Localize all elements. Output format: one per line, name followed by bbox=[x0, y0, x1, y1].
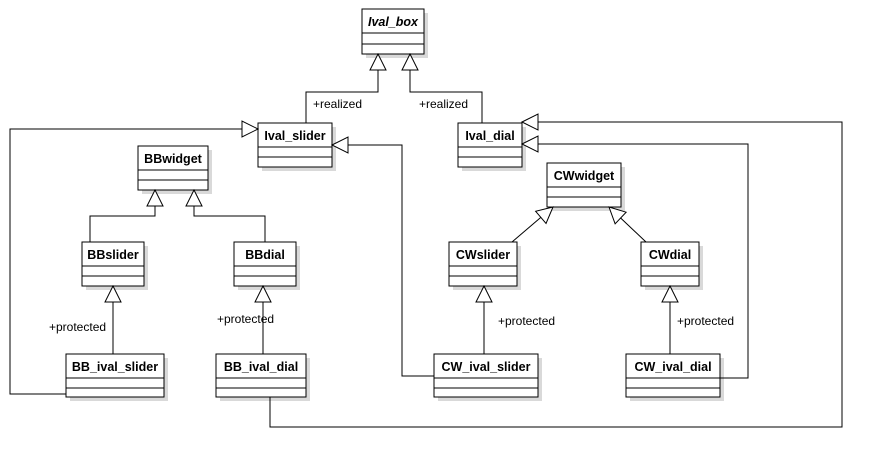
hollow-triangle-arrowhead-icon bbox=[104, 284, 122, 303]
class-name: Ival_box bbox=[368, 15, 419, 29]
class-box-frame bbox=[457, 122, 523, 168]
relation-label: +protected bbox=[498, 314, 555, 328]
generalization-line-ival-slider-to-ival-box bbox=[305, 70, 379, 123]
class-cwwidget[interactable]: CWwidget bbox=[546, 162, 622, 208]
connector-layer bbox=[9, 70, 843, 428]
class-bb-ival-slider[interactable]: BB_ival_slider bbox=[65, 353, 165, 398]
hollow-triangle-arrowhead-icon bbox=[254, 284, 272, 303]
class-name: Ival_slider bbox=[264, 129, 325, 143]
class-box-frame bbox=[81, 241, 145, 287]
class-name: BBdial bbox=[245, 248, 285, 262]
class-box-frame bbox=[233, 241, 297, 287]
class-bb-ival-dial[interactable]: BB_ival_dial bbox=[215, 353, 307, 398]
class-box-frame bbox=[137, 145, 209, 191]
class-name: CWwidget bbox=[554, 169, 615, 183]
hollow-triangle-arrowhead-icon bbox=[330, 136, 349, 154]
class-name: Ival_dial bbox=[465, 129, 514, 143]
generalization-line-cw-ival-dial-to-ival-dial bbox=[538, 143, 749, 379]
hollow-triangle-arrowhead-icon bbox=[369, 52, 387, 71]
hollow-triangle-arrowhead-icon bbox=[661, 284, 679, 303]
class-name: CWdial bbox=[649, 248, 691, 262]
generalization-line-cwslider-to-cwwidget bbox=[511, 217, 542, 243]
hollow-triangle-arrowhead-icon bbox=[401, 52, 419, 71]
class-cw-ival-dial[interactable]: CW_ival_dial bbox=[625, 353, 721, 398]
class-ival-box[interactable]: Ival_box bbox=[361, 8, 425, 55]
class-box-frame bbox=[448, 241, 518, 287]
hollow-triangle-arrowhead-icon bbox=[608, 206, 628, 225]
class-ival-dial[interactable]: Ival_dial bbox=[457, 122, 523, 168]
class-cwslider[interactable]: CWslider bbox=[448, 241, 518, 287]
generalization-line-bb-ival-dial-to-ival-dial bbox=[269, 121, 843, 428]
class-box-frame bbox=[640, 241, 700, 287]
class-box-frame bbox=[625, 353, 721, 398]
hollow-triangle-arrowhead-icon bbox=[520, 135, 539, 153]
relation-label: +realized bbox=[419, 97, 468, 111]
label-layer: +realized +realized +protected +protected +p… bbox=[49, 97, 734, 334]
class-cw-ival-slider[interactable]: CW_ival_slider bbox=[433, 353, 539, 398]
hollow-triangle-arrowhead-icon bbox=[520, 113, 539, 131]
class-name: BBslider bbox=[87, 248, 139, 262]
relation-label: +protected bbox=[49, 320, 106, 334]
hollow-triangle-arrowhead-icon bbox=[241, 120, 260, 138]
class-name: CW_ival_dial bbox=[634, 360, 711, 374]
class-bbdial[interactable]: BBdial bbox=[233, 241, 297, 287]
hollow-triangle-arrowhead-icon bbox=[146, 188, 164, 207]
shadow-layer bbox=[70, 13, 724, 401]
class-bbslider[interactable]: BBslider bbox=[81, 241, 145, 287]
class-box-frame bbox=[361, 8, 425, 55]
arrowhead-layer bbox=[104, 52, 679, 303]
class-box-frame bbox=[65, 353, 165, 398]
class-ival-slider[interactable]: Ival_slider bbox=[257, 122, 333, 168]
class-name: BB_ival_slider bbox=[72, 360, 158, 374]
hollow-triangle-arrowhead-icon bbox=[185, 188, 203, 207]
class-name: CW_ival_slider bbox=[442, 360, 531, 374]
class-bbwidget[interactable]: BBwidget bbox=[137, 145, 209, 191]
generalization-line-cwdial-to-cwwidget bbox=[620, 217, 647, 243]
class-box-frame bbox=[433, 353, 539, 398]
class-name: CWslider bbox=[456, 248, 510, 262]
generalization-line-ival-dial-to-ival-box bbox=[409, 70, 483, 123]
class-box-frame bbox=[257, 122, 333, 168]
generalization-line-bbdial-to-bbwidget bbox=[193, 206, 266, 242]
relation-label: +realized bbox=[313, 97, 362, 111]
hollow-triangle-arrowhead-icon bbox=[475, 284, 493, 303]
generalization-line-cw-ival-slider-to-ival-slider bbox=[348, 144, 434, 377]
class-name: BBwidget bbox=[144, 152, 202, 166]
hollow-triangle-arrowhead-icon bbox=[534, 206, 554, 225]
generalization-line-bb-ival-slider-to-ival-slider bbox=[9, 128, 242, 395]
class-box-frame bbox=[215, 353, 307, 398]
class-cwdial[interactable]: CWdial bbox=[640, 241, 700, 287]
relation-label: +protected bbox=[677, 314, 734, 328]
generalization-line-bbslider-to-bbwidget bbox=[89, 206, 156, 242]
relation-label: +protected bbox=[217, 312, 274, 326]
class-name: BB_ival_dial bbox=[224, 360, 298, 374]
class-box-frame bbox=[546, 162, 622, 208]
